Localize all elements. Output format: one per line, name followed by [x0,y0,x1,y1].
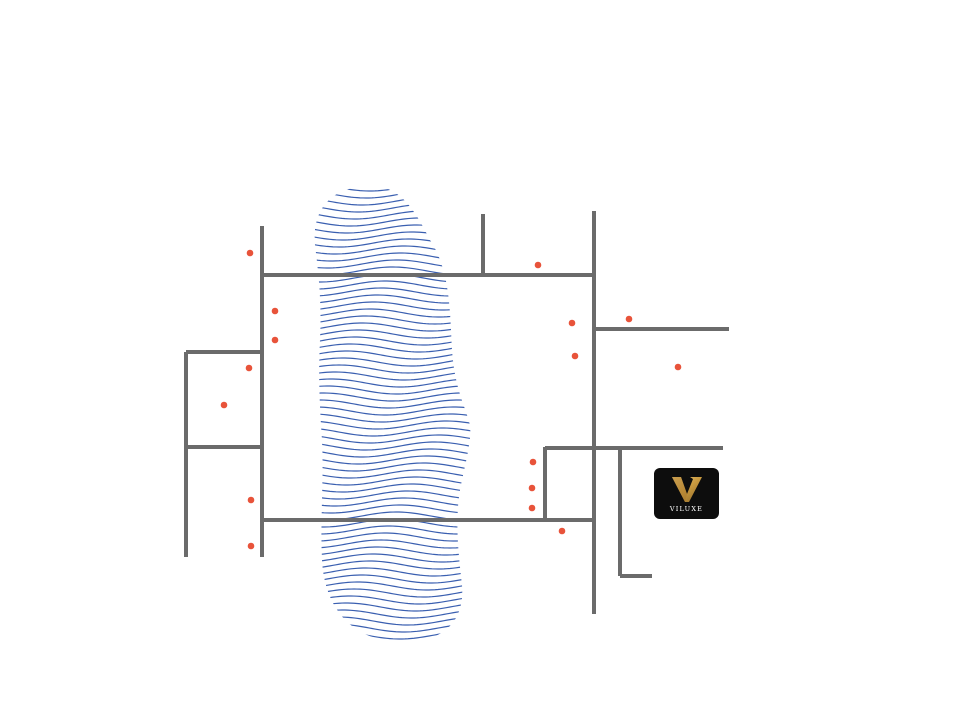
river-wave-line [314,186,471,192]
river-wave-line [314,210,471,220]
poi-marker[interactable] [246,249,254,257]
gold-v-icon [671,477,702,502]
river-wave-line [314,308,471,318]
river-wave-line [314,525,471,535]
river-wave-line [314,595,471,605]
river-wave-line [314,574,471,584]
river-wave-line [300,645,480,653]
poi-markers [220,249,682,550]
river-wave-line [314,567,471,577]
viluxe-logo-badge[interactable]: VILUXE [654,468,719,519]
river-wave-line [314,560,471,570]
river-wave-line [314,287,471,297]
poi-marker[interactable] [220,401,228,409]
river-wave-line [314,189,471,199]
river-wave-line [314,245,471,255]
river-wave-line [314,420,471,430]
river-wave-line [314,441,471,451]
road-network [184,211,729,614]
river-wave-line [314,532,471,542]
river-wave-line [314,602,471,612]
river [300,176,480,653]
river-wave-line [314,427,471,437]
river-wave-line [314,434,471,444]
poi-marker[interactable] [245,364,253,372]
poi-marker[interactable] [534,261,542,269]
poi-marker[interactable] [247,542,255,550]
river-wave-line [314,455,471,465]
river-wave-line [314,448,471,458]
river-wave-line [314,294,471,304]
poi-marker[interactable] [528,504,536,512]
river-wave-line [314,539,471,549]
poi-marker[interactable] [529,458,537,466]
river-wave-line [314,196,471,206]
river-wave-line [314,385,471,395]
poi-marker[interactable] [674,363,682,371]
river-wave-line [314,616,471,626]
poi-marker[interactable] [271,307,279,315]
river-wave-line [314,364,471,374]
poi-marker[interactable] [571,352,579,360]
river-wave-line [314,588,471,598]
river-wave-line [314,497,471,507]
river-wave-line [314,476,471,486]
river-wave-line [314,336,471,346]
river-wave-line [314,224,471,234]
river-wave-line [314,301,471,311]
river-wave-line [314,504,471,514]
river-wave-line [314,546,471,556]
river-wave-line [314,392,471,402]
river-wave-line [314,371,471,381]
river-wave-line [314,623,471,633]
river-wave-line [314,406,471,416]
poi-marker[interactable] [558,527,566,535]
river-wave-line [314,322,471,332]
poi-marker[interactable] [247,496,255,504]
river-wave-line [314,630,471,640]
poi-marker[interactable] [625,315,633,323]
poi-marker[interactable] [271,336,279,344]
river-wave-line [314,231,471,241]
river-wave-line [314,217,471,227]
river-wave-line [314,462,471,472]
river-wave-line [314,315,471,325]
river-wave-line [314,399,471,409]
river-wave-line [314,343,471,353]
river-wave-line [314,483,471,493]
river-wave-line [300,176,480,184]
river-wave-line [314,357,471,367]
river-wave-line [314,378,471,388]
river-wave-line [314,609,471,619]
poi-marker[interactable] [528,484,536,492]
poi-marker[interactable] [568,319,576,327]
river-wave-line [314,203,471,213]
river-wave-line [314,637,471,643]
river-wave-line [314,490,471,500]
river-wave-line [314,238,471,248]
brand-name: VILUXE [669,505,704,513]
river-wave-line [314,329,471,339]
river-wave-line [314,350,471,360]
river-wave-line [314,413,471,423]
river-wave-line [314,553,471,563]
river-wave-line [314,581,471,591]
river-wave-line [314,469,471,479]
